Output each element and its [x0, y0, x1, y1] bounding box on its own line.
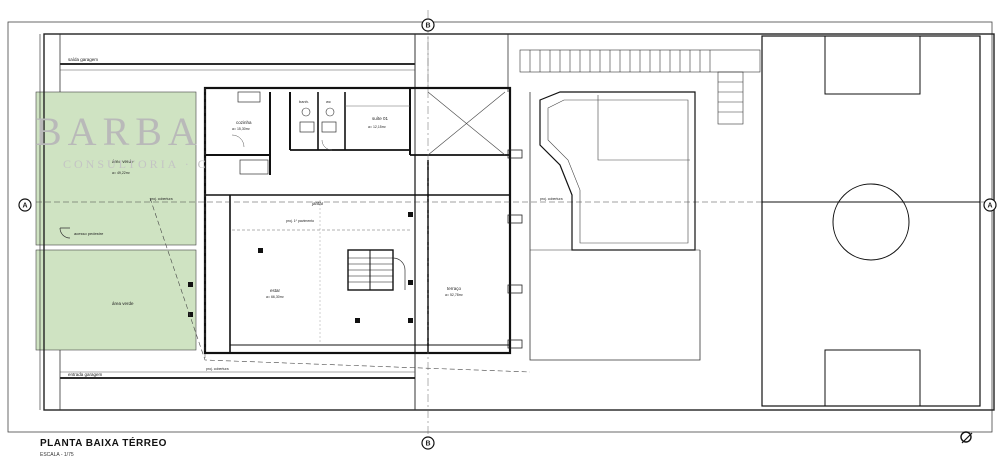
drawing-scale: ESCALA - 1/75: [40, 452, 74, 458]
section-marker-b-top: B: [421, 18, 435, 32]
projection-bottom-label: proj. cobertura: [206, 367, 229, 371]
sports-court: [761, 35, 981, 407]
watermark-subtitle: CONSULTORIA · C: [63, 157, 209, 171]
section-label-b-top: B: [425, 23, 430, 30]
pool: [539, 91, 696, 251]
staircase: [347, 249, 406, 291]
section-marker-a-left: A: [18, 198, 32, 212]
drawing-title: PLANTA BAIXA TÉRREO: [40, 438, 167, 449]
section-label-b-bottom: B: [425, 441, 430, 448]
suite-area: a= 12,15m²: [368, 125, 387, 129]
garage-exit-label: saída garagem: [68, 57, 98, 62]
green-area-bottom: [35, 249, 197, 351]
lot-boundary: [43, 33, 995, 411]
sheet-frame: [7, 21, 993, 433]
exterior-steps: [519, 49, 761, 125]
pedestrian-access-label: acesso pedestre: [74, 231, 104, 236]
living-label: estar: [270, 288, 281, 293]
terrace-label: terraço: [447, 286, 462, 291]
green-area-top: [35, 91, 197, 246]
bath-label: banh.: [299, 99, 309, 104]
house-outline: [203, 86, 512, 355]
wc-label: wc: [326, 99, 331, 104]
green-area-bottom-label: área verde: [112, 301, 134, 306]
kitchen-area: a= 15,30m²: [232, 127, 251, 131]
section-label-a-left: A: [22, 203, 27, 210]
section-marker-b-bottom: B: [421, 436, 435, 450]
section-label-a-right: A: [987, 203, 992, 210]
watermark-brand: BARBA: [35, 109, 203, 154]
garage-entry-label: entrada garagem: [68, 372, 103, 377]
green-area-top-label: área verde: [112, 159, 134, 164]
kitchen-label: cozinha: [236, 120, 252, 125]
living-area: a= 66,30m²: [266, 295, 285, 299]
projection-left-label: proj. cobertura: [150, 197, 173, 201]
projection-right-label: proj. cobertura: [540, 197, 563, 201]
terrace-area: a= 52,78m²: [445, 293, 464, 297]
projection-mid-label: proj. 1º pavimento: [286, 219, 314, 223]
suite-label: suíte 01: [372, 116, 389, 121]
section-marker-a-right: A: [983, 198, 997, 212]
north-arrow-icon: [960, 431, 973, 444]
green-area-top-area: a= 49,22m²: [112, 171, 131, 175]
dining-label: jantar: [311, 201, 324, 206]
